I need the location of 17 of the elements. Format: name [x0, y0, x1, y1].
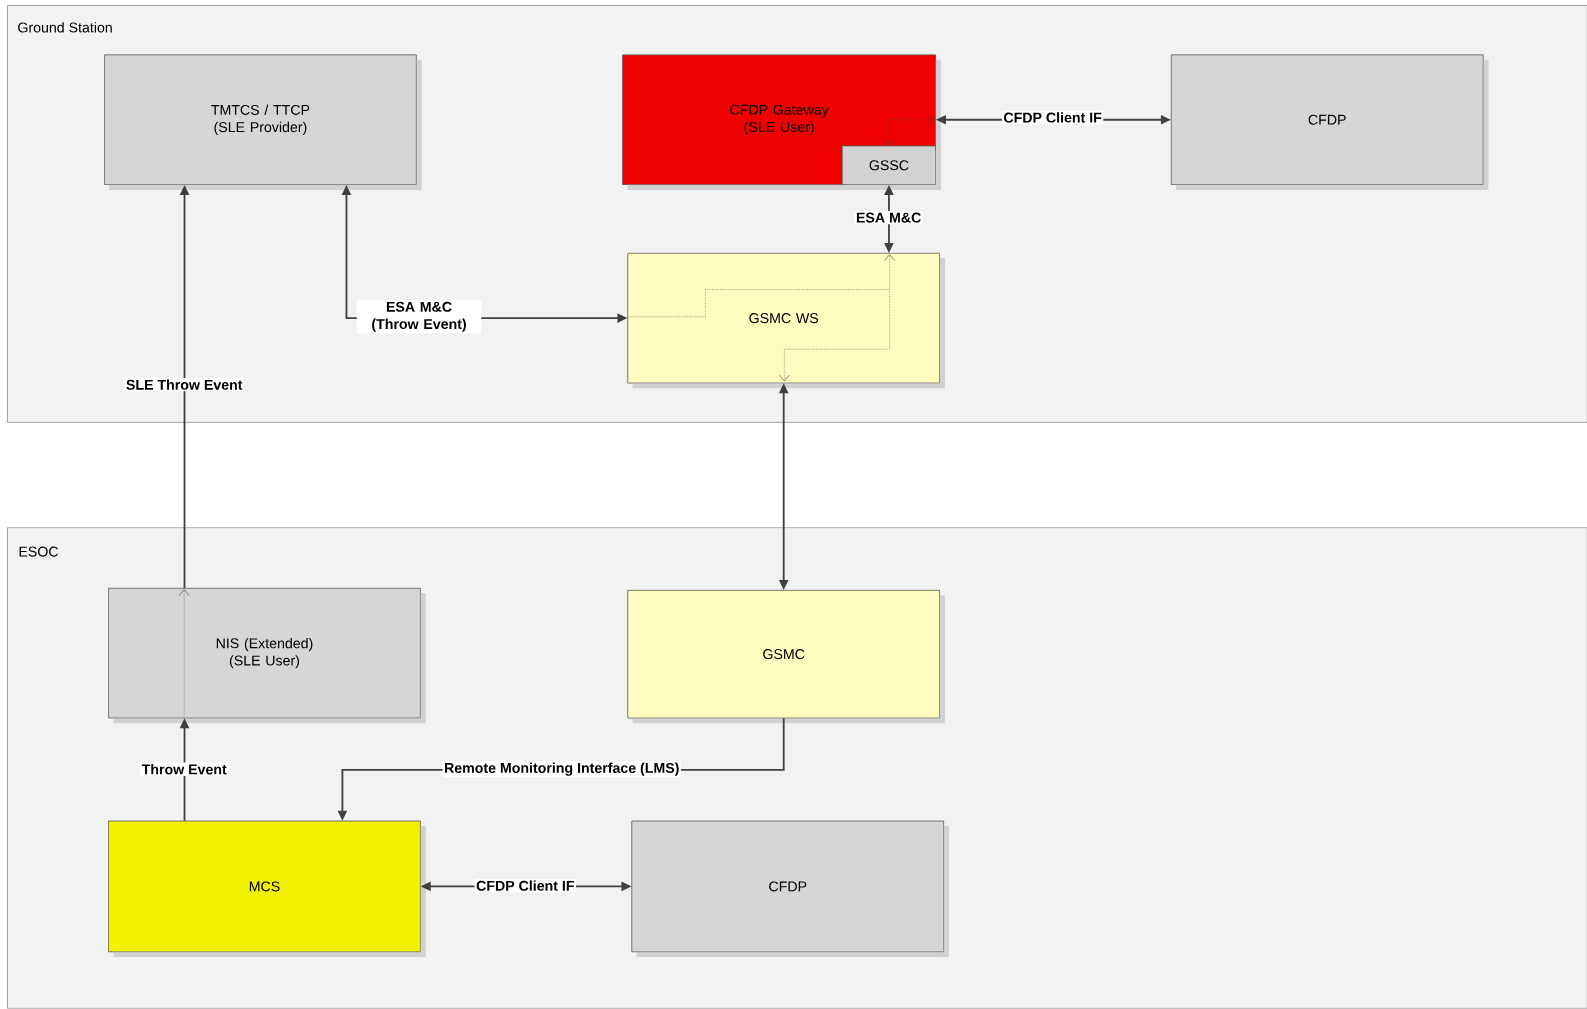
component-box: GSSC — [842, 145, 941, 190]
component-box: GSMC — [627, 590, 945, 724]
dotted-routing-line — [883, 114, 936, 146]
edge-label: ESA M&C — [856, 212, 921, 223]
node-label: GSSC — [869, 160, 909, 171]
edge-label: CFDP Client IF — [476, 880, 574, 891]
component-box: CFDP — [1171, 54, 1489, 190]
edge-label: ESA M&C (Throw Event) — [372, 301, 466, 332]
edge-label: CFDP Client IF — [1004, 112, 1102, 123]
component-box: MCS — [108, 820, 426, 958]
component-box: TMTCS / TTCP (SLE Provider) — [104, 54, 422, 190]
component-box: GSMC WS — [627, 253, 945, 389]
component-box: NIS (Extended) (SLE User) — [108, 588, 426, 724]
edge-label: SLE Throw Event — [126, 379, 243, 390]
component-box: CFDP — [631, 820, 949, 958]
edge-label: Throw Event — [141, 764, 227, 775]
edge-label: Remote Monitoring Interface (LMS) — [445, 762, 679, 776]
